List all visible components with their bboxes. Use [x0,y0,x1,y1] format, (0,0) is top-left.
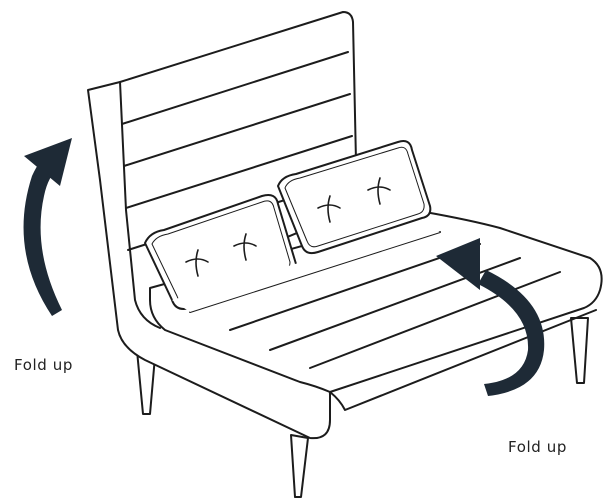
fold-up-label-left: Fold up [14,356,73,374]
sofa-illustration [88,12,602,497]
leg-front-right [291,435,308,497]
leg-back-right [571,318,588,383]
curved-up-arrow-icon [24,138,72,316]
fold-up-label-right: Fold up [508,438,567,456]
